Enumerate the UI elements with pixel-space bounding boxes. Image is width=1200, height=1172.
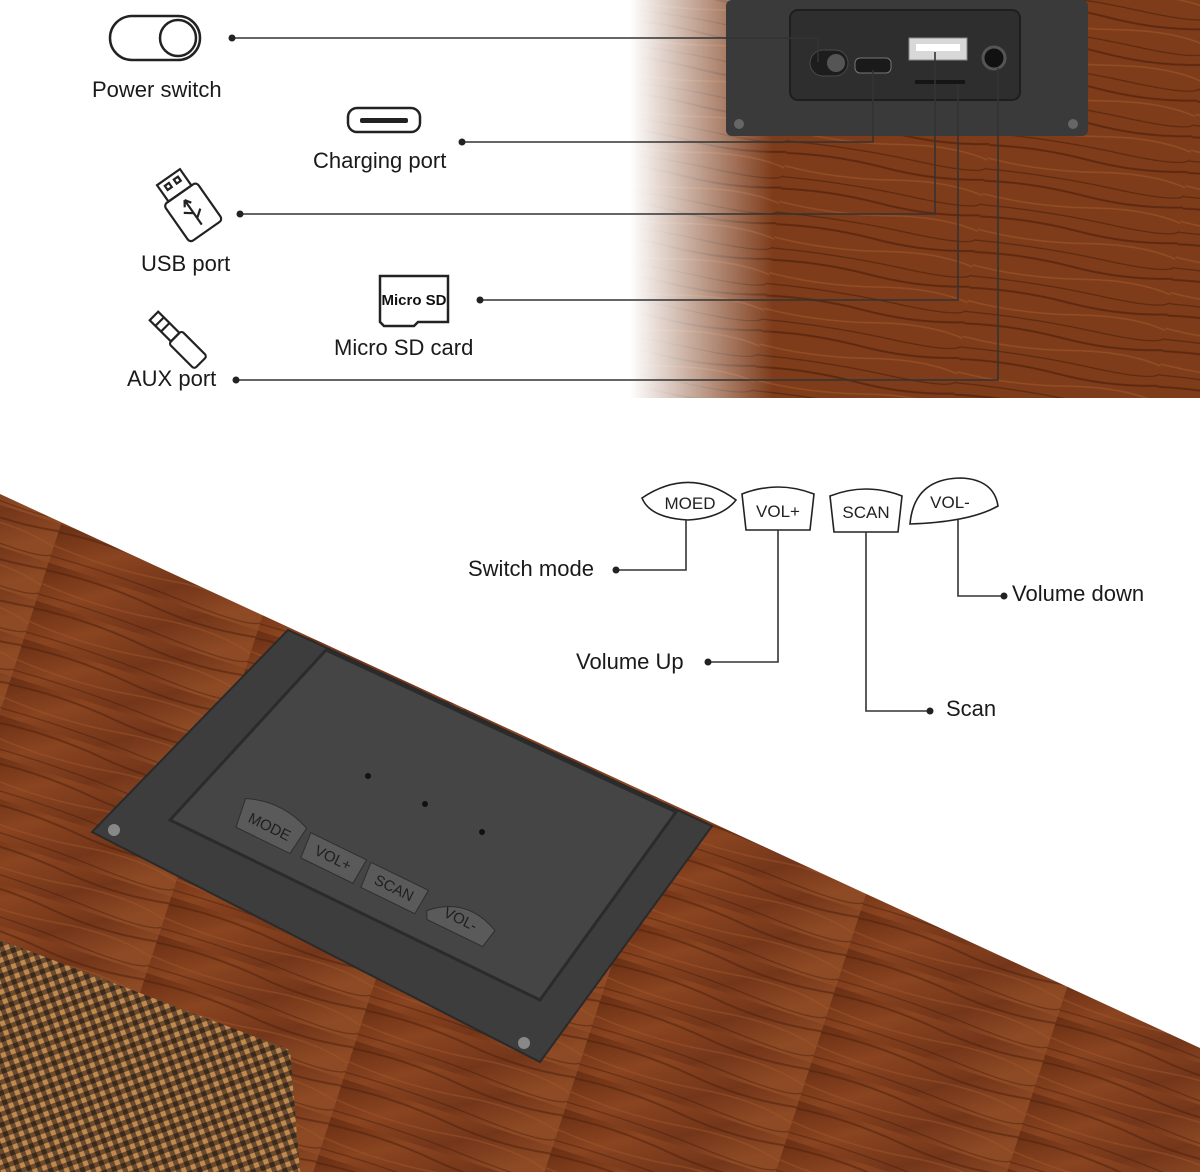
toggle-switch-icon [108, 14, 202, 62]
aux-port-label: AUX port [127, 366, 217, 391]
callout-volup-label: VOL+ [756, 502, 800, 521]
button-leader-dots [612, 566, 1008, 715]
micro-sd-card-label: Micro SD card [334, 335, 474, 360]
switch-mode-label: Switch mode [468, 556, 594, 581]
port-panel [726, 0, 1088, 136]
scan-label: Scan [946, 696, 997, 721]
micro-usb-icon [346, 106, 422, 134]
port-leader-dots [228, 34, 484, 384]
aux-jack-icon [148, 310, 207, 369]
volume-down-label: Volume down [1012, 581, 1145, 606]
callout-voldown-label: VOL- [930, 493, 970, 512]
port-leader-lines [232, 37, 999, 381]
speaker-grille [0, 940, 300, 1172]
micro-sd-icon: Micro SD [378, 274, 450, 328]
charging-port-label: Charging port [313, 148, 447, 173]
volume-up-label: Volume Up [576, 649, 684, 674]
usb-port-label: USB port [141, 251, 231, 276]
callout-scan-label: SCAN [842, 503, 889, 522]
button-callout-voldown: VOL- [909, 477, 999, 525]
micro-sd-icon-text: Micro SD [381, 292, 446, 309]
usb-stick-icon [155, 167, 223, 243]
callout-mode-label: MOED [665, 494, 716, 513]
device-aux-port [981, 45, 1007, 71]
button-callout-scan: SCAN [829, 488, 903, 533]
button-callout-mode: MOED [641, 481, 738, 521]
button-leader-lines [616, 520, 1004, 712]
power-switch-label: Power switch [92, 77, 222, 102]
button-callout-volup: VOL+ [741, 486, 815, 531]
button-panel: MODE VOL+ SCAN VOL- [90, 628, 714, 1064]
device-sd-slot [915, 80, 965, 84]
